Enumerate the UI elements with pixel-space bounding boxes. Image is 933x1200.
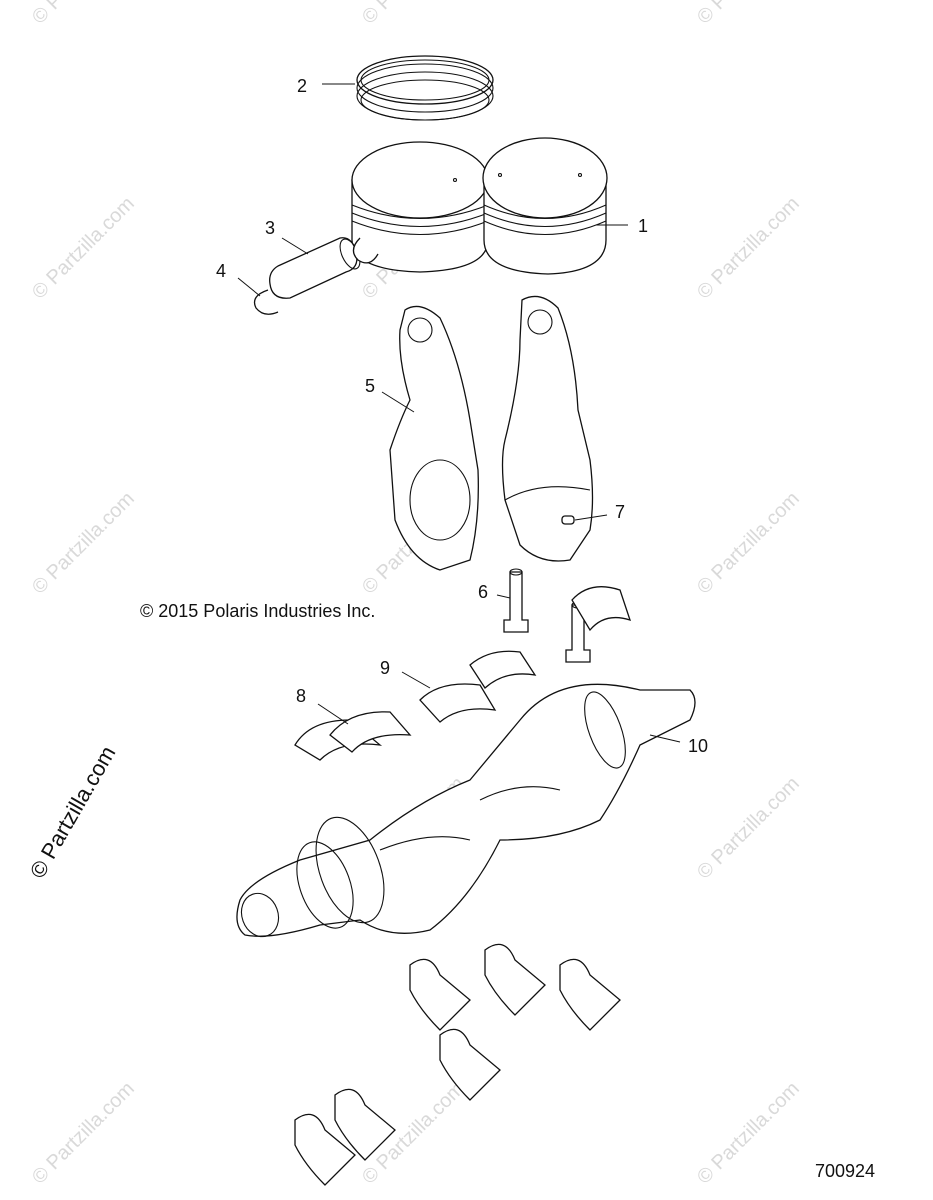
callout-2: 2 <box>297 76 307 96</box>
watermark: © Partzilla.com <box>693 773 804 884</box>
callout-7: 7 <box>615 502 625 522</box>
watermark: © Partzilla.com <box>693 1078 804 1189</box>
watermark: © Partzilla.com <box>358 0 469 29</box>
brand-text: © Partzilla.com <box>25 742 121 883</box>
watermark: © Partzilla.com <box>693 0 804 29</box>
wrist-pin <box>269 237 361 299</box>
copyright-notice: © 2015 Polaris Industries Inc. <box>140 601 375 621</box>
circlips <box>253 237 379 315</box>
main-bearings-lower <box>294 943 621 1186</box>
callout-6: 6 <box>478 582 488 602</box>
callout-10: 10 <box>688 736 708 756</box>
drawing-code: 700924 <box>815 1161 875 1181</box>
connecting-rods <box>389 295 594 571</box>
callout-1: 1 <box>638 216 648 236</box>
watermark: © Partzilla.com <box>693 193 804 304</box>
crankshaft <box>236 683 696 938</box>
callout-9: 9 <box>380 658 390 678</box>
piston-ring <box>356 55 494 121</box>
main-bearings-upper <box>294 650 537 761</box>
leader-lines <box>237 83 681 743</box>
callout-4: 4 <box>216 261 226 281</box>
callout-3: 3 <box>265 218 275 238</box>
pistons <box>351 137 608 275</box>
rod-bolts <box>503 568 591 663</box>
watermark: © Partzilla.com <box>693 488 804 599</box>
watermark: © Partzilla.com <box>28 0 139 29</box>
watermark: © Partzilla.com <box>28 488 139 599</box>
watermark: © Partzilla.com <box>28 1078 139 1189</box>
callout-8: 8 <box>296 686 306 706</box>
rod-bearing-top <box>571 586 632 632</box>
callout-5: 5 <box>365 376 375 396</box>
dowel <box>561 515 575 525</box>
watermark: © Partzilla.com <box>28 193 139 304</box>
